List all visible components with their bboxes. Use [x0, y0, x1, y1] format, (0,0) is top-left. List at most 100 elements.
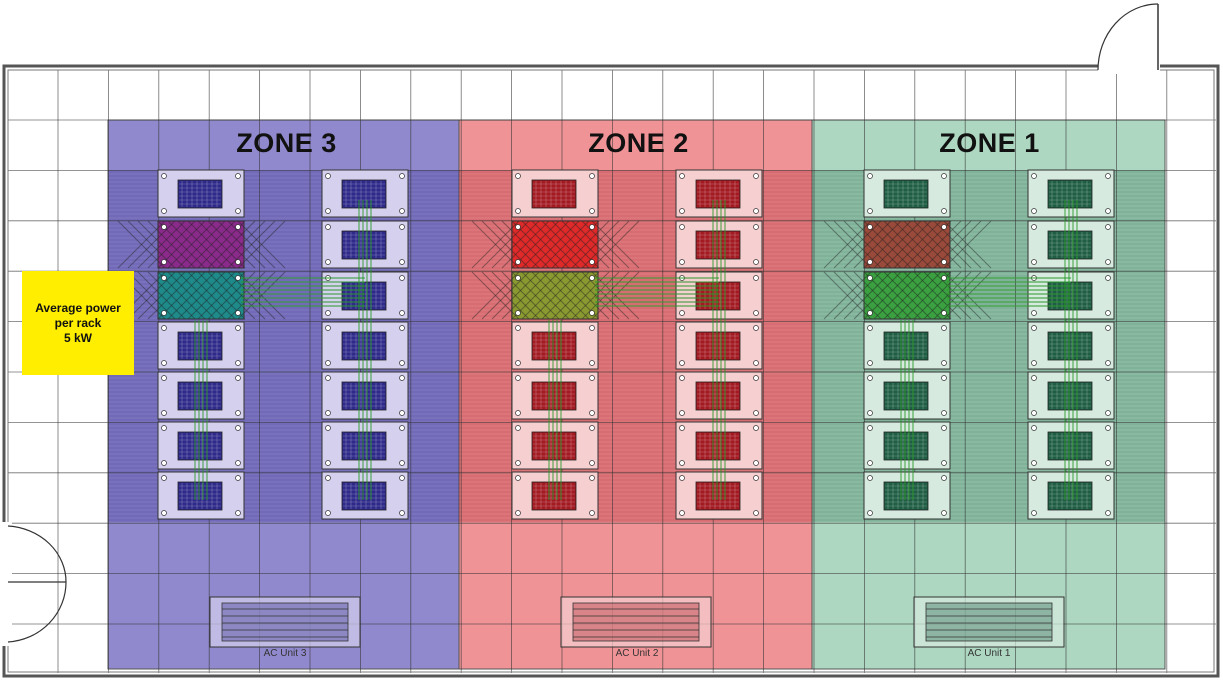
- rack-vent: [177, 331, 223, 361]
- rack: [863, 371, 951, 420]
- rack: [675, 321, 763, 370]
- rack-foot: [867, 208, 873, 214]
- rack-foot: [515, 360, 521, 366]
- rack-hatch: [491, 271, 540, 320]
- rack-hatch: [823, 271, 872, 320]
- rack: [1027, 271, 1115, 320]
- rack-foot: [515, 410, 521, 416]
- rack-foot: [867, 275, 873, 281]
- rack-hatch: [591, 271, 640, 320]
- rack-hatch: [471, 271, 520, 320]
- rack-hatch: [883, 220, 932, 269]
- rack-vent: [883, 381, 929, 411]
- rack-foot: [753, 410, 759, 416]
- rack: [675, 371, 763, 420]
- rack-foot: [515, 425, 521, 431]
- ac-unit-3-label: AC Unit 3: [263, 648, 307, 659]
- rack-outline: [511, 271, 599, 320]
- rack-vent: [695, 381, 741, 411]
- door-swing-arc: [1097, 3, 1159, 71]
- rack-foot: [679, 410, 685, 416]
- rack-body: [511, 271, 599, 320]
- rack: [675, 271, 763, 320]
- rack-foot: [589, 325, 595, 331]
- rack-vent: [177, 381, 223, 411]
- rack: [511, 471, 599, 520]
- rack-hatch: [873, 271, 922, 320]
- rack-vent: [695, 331, 741, 361]
- rack: [863, 421, 951, 470]
- rack-foot: [1031, 360, 1037, 366]
- cable-runs: [194, 200, 1078, 500]
- rack-foot: [235, 208, 241, 214]
- rack-body: [863, 220, 951, 269]
- rack-vent: [531, 481, 577, 511]
- rack-foot: [679, 375, 685, 381]
- rack-hatch: [177, 271, 226, 320]
- rack-foot: [679, 360, 685, 366]
- rack-hatch: [147, 271, 196, 320]
- rack-foot: [589, 460, 595, 466]
- rack-vent: [883, 331, 929, 361]
- rack-hatch: [137, 271, 186, 320]
- rack-vent: [1047, 431, 1093, 461]
- rack-outline: [863, 271, 951, 320]
- rack-hatch: [237, 220, 286, 269]
- rack-body: [511, 220, 599, 269]
- rack-foot: [753, 173, 759, 179]
- rack-hatch: [853, 271, 902, 320]
- rack-hatch: [481, 271, 530, 320]
- rack-hatch: [127, 271, 176, 320]
- rack-hatch: [541, 220, 590, 269]
- rack-foot: [161, 460, 167, 466]
- rack-hatch: [571, 271, 620, 320]
- rack-foot: [589, 275, 595, 281]
- rack-foot: [1105, 475, 1111, 481]
- rack: [157, 321, 245, 370]
- rack-foot: [867, 224, 873, 230]
- rack-hatch: [207, 220, 256, 269]
- rack-foot: [679, 460, 685, 466]
- rack: [321, 371, 409, 420]
- rack-foot: [1031, 224, 1037, 230]
- rack-hatch: [521, 271, 570, 320]
- rack-foot: [1105, 410, 1111, 416]
- rack-foot: [161, 208, 167, 214]
- rack-vent: [883, 431, 929, 461]
- rack-hatch: [823, 220, 872, 269]
- rack-foot: [161, 310, 167, 316]
- rack-hatch: [893, 271, 942, 320]
- rack-foot: [399, 510, 405, 516]
- rack: [863, 471, 951, 520]
- rack-foot: [867, 325, 873, 331]
- rack-hatch: [167, 271, 216, 320]
- rack-hatch: [217, 271, 266, 320]
- rack-foot: [235, 360, 241, 366]
- rack-foot: [1105, 510, 1111, 516]
- rack-foot: [941, 259, 947, 265]
- rack-hatch: [943, 220, 992, 269]
- rack-foot: [1105, 360, 1111, 366]
- rack-hatch: [561, 220, 610, 269]
- rack-hatch: [591, 220, 640, 269]
- rack-foot: [235, 410, 241, 416]
- rack-hatch: [913, 271, 962, 320]
- rack-hatch: [561, 220, 610, 269]
- rack-foot: [1031, 173, 1037, 179]
- rack-foot: [679, 325, 685, 331]
- rack-foot: [679, 475, 685, 481]
- rack-foot: [235, 425, 241, 431]
- door-opening-left: [0, 522, 12, 646]
- rack-foot: [515, 325, 521, 331]
- rack-foot: [1031, 510, 1037, 516]
- door-opening-top: [1098, 62, 1160, 74]
- rack-foot: [399, 325, 405, 331]
- rack-foot: [161, 375, 167, 381]
- rack-vent: [531, 381, 577, 411]
- rack-body: [157, 271, 245, 320]
- rack-hatch: [833, 220, 882, 269]
- rack-foot: [325, 410, 331, 416]
- rack-hatch: [531, 220, 580, 269]
- rack-foot: [515, 173, 521, 179]
- rack-foot: [325, 375, 331, 381]
